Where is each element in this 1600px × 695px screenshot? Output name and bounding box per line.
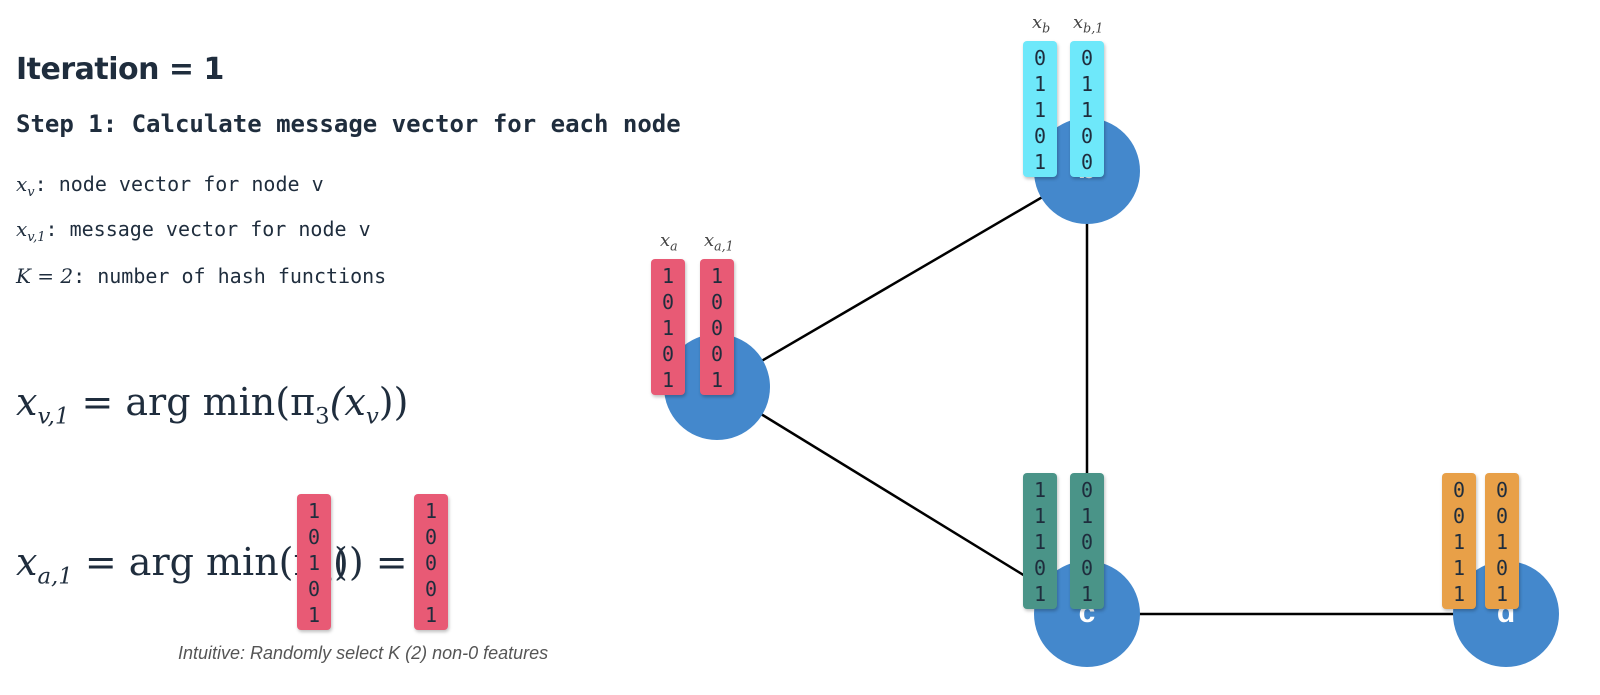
node-c — [1034, 561, 1140, 667]
example-input-entry-0: 1 — [307, 499, 321, 523]
node-c-message-entry-1: 1 — [1080, 504, 1094, 528]
general-formula: xv,1 = arg min(π3(xv)) — [16, 380, 409, 430]
node-d-vector-entry-4: 1 — [1452, 582, 1466, 606]
node-b-vector-entry-2: 1 — [1033, 98, 1047, 122]
node-d-message-entry-2: 1 — [1495, 530, 1509, 554]
example-input-entry-1: 0 — [307, 525, 321, 549]
node-c-vector-entry-2: 1 — [1033, 530, 1047, 554]
node-b-message-entry-2: 1 — [1080, 98, 1094, 122]
example-output-entry-4: 1 — [424, 603, 438, 627]
node-b-message-entry-4: 0 — [1080, 150, 1094, 174]
example-input-entry-3: 0 — [307, 577, 321, 601]
node-b-vector-entry-3: 0 — [1033, 124, 1047, 148]
node-c-message-entry-4: 1 — [1080, 582, 1094, 606]
node-c-message-entry-2: 0 — [1080, 530, 1094, 554]
node-c-vector-entry-4: 1 — [1033, 582, 1047, 606]
node-b-vector-entry-1: 1 — [1033, 72, 1047, 96]
node-a-vector-entry-1: 0 — [661, 290, 675, 314]
node-b-message-entry-3: 0 — [1080, 124, 1094, 148]
node-d-vector-entry-2: 1 — [1452, 530, 1466, 554]
node-a-vector-entry-0: 1 — [661, 264, 675, 288]
node-d-message-entry-1: 0 — [1495, 504, 1509, 528]
node-c-vector-entry-3: 0 — [1033, 556, 1047, 580]
node-b-message-label: xb,1 — [1073, 12, 1104, 36]
node-a-vector-label: xa — [660, 230, 678, 254]
node-a-message-entry-3: 0 — [710, 342, 724, 366]
example-input-entry-2: 1 — [307, 551, 321, 575]
node-a-vector-entry-3: 0 — [661, 342, 675, 366]
iteration-title: Iteration = 1 — [16, 52, 224, 87]
node-a-message-entry-0: 1 — [710, 264, 724, 288]
node-d — [1453, 561, 1559, 667]
node-c-message-entry-3: 0 — [1080, 556, 1094, 580]
node-a-message-entry-1: 0 — [710, 290, 724, 314]
edge-a-b — [716, 169, 1088, 389]
node-a-message-label: xa,1 — [704, 230, 734, 254]
node-a-message-entry-2: 0 — [710, 316, 724, 340]
node-d-vector-entry-3: 1 — [1452, 556, 1466, 580]
node-c-vector-entry-1: 1 — [1033, 504, 1047, 528]
definition-message-vector: xv,1: message vector for node v — [16, 217, 371, 245]
node-d-vector-entry-0: 0 — [1452, 478, 1466, 502]
example-formula-right: )) = — [334, 540, 408, 584]
example-output-entry-0: 1 — [424, 499, 438, 523]
node-a-vector-entry-4: 1 — [661, 368, 675, 392]
node-b-message-entry-0: 0 — [1080, 46, 1094, 70]
node-b-vector-entry-0: 0 — [1033, 46, 1047, 70]
node-b-vector-label: xb — [1032, 12, 1051, 36]
node-b-vector-entry-4: 1 — [1033, 150, 1047, 174]
node-c-message-entry-0: 0 — [1080, 478, 1094, 502]
definition-hash-count: K = 2: number of hash functions — [16, 264, 387, 288]
example-input-entry-4: 1 — [307, 603, 321, 627]
node-d-message-entry-3: 0 — [1495, 556, 1509, 580]
definition-node-vector: xv: node vector for node v — [16, 172, 324, 200]
node-c-vector-entry-0: 1 — [1033, 478, 1047, 502]
node-a-vector-entry-2: 1 — [661, 316, 675, 340]
node-d-message-entry-0: 0 — [1495, 478, 1509, 502]
step-heading: Step 1: Calculate message vector for eac… — [16, 110, 681, 138]
intuition-note: Intuitive: Randomly select K (2) non-0 f… — [178, 643, 549, 663]
example-output-entry-2: 0 — [424, 551, 438, 575]
example-output-entry-3: 0 — [424, 577, 438, 601]
node-d-message-entry-4: 1 — [1495, 582, 1509, 606]
node-b-message-entry-1: 1 — [1080, 72, 1094, 96]
example-output-entry-1: 0 — [424, 525, 438, 549]
node-d-vector-entry-1: 0 — [1452, 504, 1466, 528]
node-a-message-entry-4: 1 — [710, 368, 724, 392]
